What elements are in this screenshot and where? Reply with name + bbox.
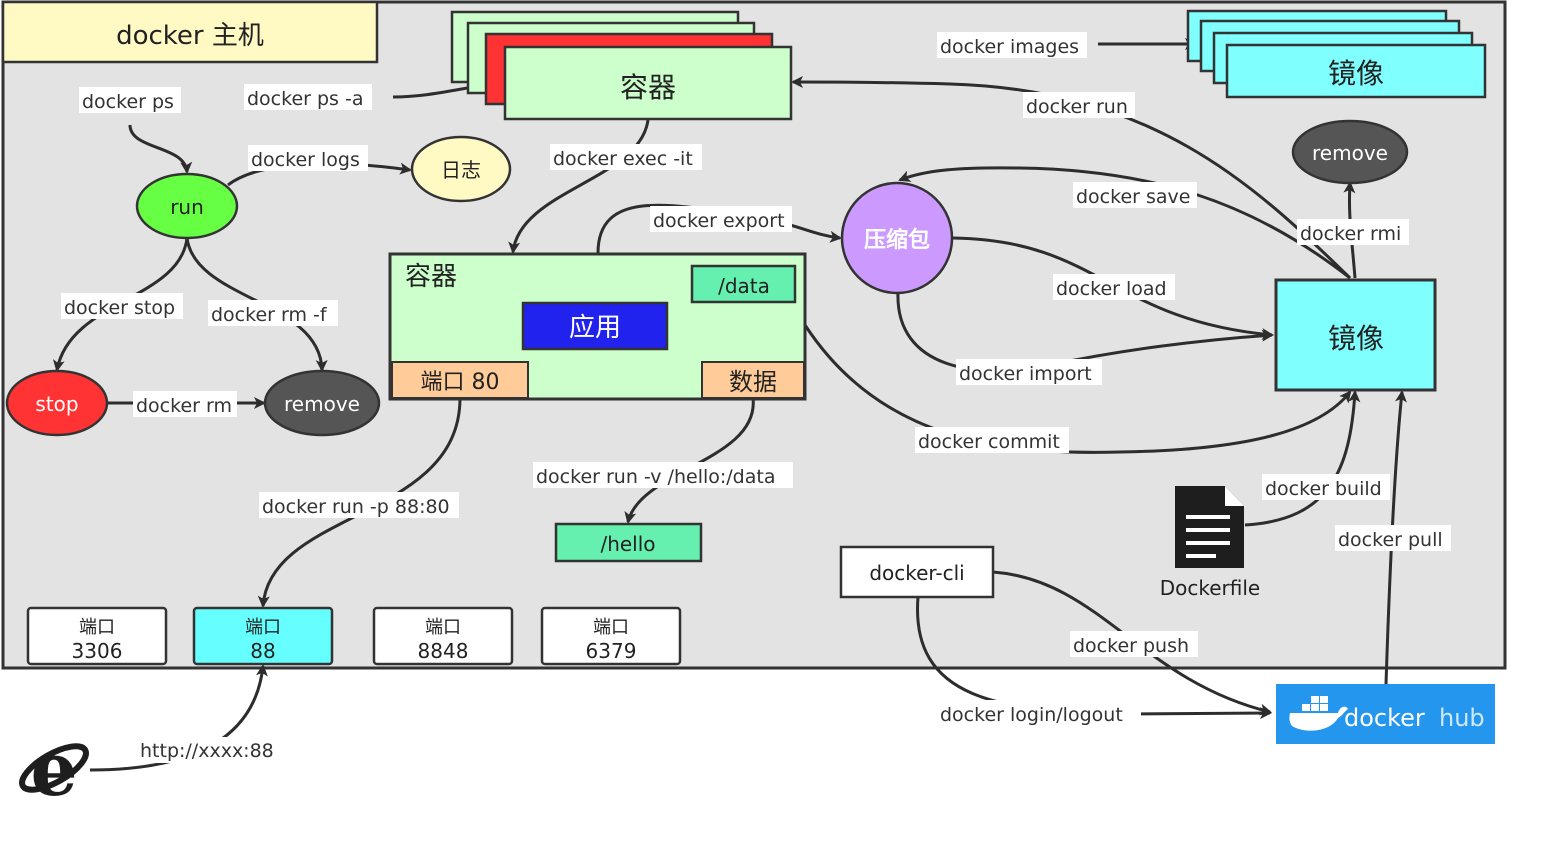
label-volume: docker run -v /hello:/data — [536, 466, 775, 488]
port80-label: 端口 80 — [421, 370, 500, 395]
remove-container-node[interactable] — [263, 369, 381, 437]
data-dir-box[interactable] — [690, 264, 797, 304]
archive-label: 压缩包 — [864, 227, 930, 253]
port-value: 8848 — [418, 639, 469, 663]
run-label: run — [170, 195, 204, 219]
label-pull: docker pull — [1338, 529, 1443, 551]
app-label: 应用 — [569, 313, 621, 343]
port-value: 88 — [250, 639, 275, 663]
host-title: docker 主机 — [116, 21, 264, 51]
label-import: docker import — [959, 363, 1092, 385]
container-detail: 容器 应用 /data 端口 80 数据 — [388, 252, 807, 401]
remove-container-label: remove — [284, 392, 360, 416]
images-top-label: 镜像 — [1328, 57, 1384, 90]
edge-exec — [508, 119, 650, 254]
label-export: docker export — [653, 210, 785, 232]
label-stop: docker stop — [64, 297, 175, 319]
port80-box[interactable] — [391, 361, 529, 399]
remove-image-node[interactable] — [1291, 119, 1409, 185]
label-commit: docker commit — [918, 431, 1060, 453]
remove-image-label: remove — [1312, 141, 1388, 165]
image-stack: 镜像 — [1186, 9, 1487, 99]
edge-ps — [128, 124, 193, 174]
label-logs: docker logs — [251, 149, 360, 171]
ports-row: 端口 3306 端口 88 端口 8848 端口 6379 — [26, 606, 682, 666]
hello-label: /hello — [600, 532, 655, 556]
label-push: docker push — [1073, 635, 1189, 657]
port-box-6379[interactable] — [540, 606, 682, 666]
port-title: 端口 — [245, 617, 281, 638]
hub-brand-docker: docker — [1344, 704, 1425, 732]
label-build: docker build — [1265, 478, 1382, 500]
stop-label: stop — [35, 392, 78, 416]
label-port-map: docker run -p 88:80 — [262, 496, 450, 518]
edge-commit — [803, 324, 1352, 454]
edge-pull — [1384, 390, 1407, 685]
browser-e-icon: e — [19, 727, 89, 813]
port-box-8848[interactable] — [372, 606, 514, 666]
stop-node[interactable] — [5, 369, 109, 437]
port-title: 端口 — [593, 617, 629, 638]
docker-whale-icon — [1289, 696, 1348, 731]
label-http: http://xxxx:88 — [140, 740, 274, 762]
container-top-box[interactable] — [503, 45, 793, 121]
label-ps: docker ps — [82, 91, 174, 113]
label-rm-f: docker rm -f — [211, 304, 328, 326]
label-save: docker save — [1076, 186, 1190, 208]
data-vol-box[interactable] — [701, 361, 805, 399]
port-box-88[interactable] — [192, 606, 334, 666]
image-main-box[interactable] — [1274, 278, 1437, 392]
label-images: docker images — [940, 36, 1079, 58]
log-label: 日志 — [441, 158, 481, 182]
label-login: docker login/logout — [940, 704, 1123, 726]
port-box-3306[interactable] — [26, 606, 168, 666]
docker-hub-logo[interactable]: docker hub — [1276, 684, 1495, 744]
port-title: 端口 — [79, 617, 115, 638]
log-node[interactable] — [410, 135, 512, 203]
host-title-box — [1, 0, 379, 64]
label-load: docker load — [1056, 278, 1167, 300]
docker-cli-label: docker-cli — [869, 561, 964, 585]
svg-text:e: e — [30, 727, 77, 813]
hub-brand-hub: hub — [1439, 704, 1485, 732]
label-rm: docker rm — [136, 395, 232, 417]
edge-labels: docker ps docker ps -a docker logs docke… — [61, 32, 1451, 763]
archive-node[interactable] — [840, 181, 954, 295]
port-value: 3306 — [72, 639, 123, 663]
hello-box[interactable] — [554, 522, 703, 563]
edge-save — [898, 166, 1351, 280]
label-ps-a: docker ps -a — [247, 88, 364, 110]
dockerfile-label: Dockerfile — [1160, 576, 1261, 600]
data-dir-label: /data — [718, 274, 770, 298]
document-icon — [1175, 486, 1244, 568]
container-box-label: 容器 — [405, 262, 457, 292]
label-rmi: docker rmi — [1300, 223, 1401, 245]
app-box[interactable] — [521, 301, 669, 351]
image-main-label: 镜像 — [1328, 322, 1384, 355]
port-title: 端口 — [425, 617, 461, 638]
container-top-label: 容器 — [620, 71, 676, 104]
data-vol-label: 数据 — [729, 368, 777, 396]
docker-cli-box[interactable] — [839, 545, 995, 599]
run-node[interactable] — [135, 172, 239, 240]
label-exec: docker exec -it — [553, 148, 693, 170]
container-stack: 容器 — [450, 10, 793, 121]
label-run: docker run — [1026, 96, 1128, 118]
images-top-box[interactable] — [1225, 43, 1487, 99]
port-value: 6379 — [586, 639, 637, 663]
